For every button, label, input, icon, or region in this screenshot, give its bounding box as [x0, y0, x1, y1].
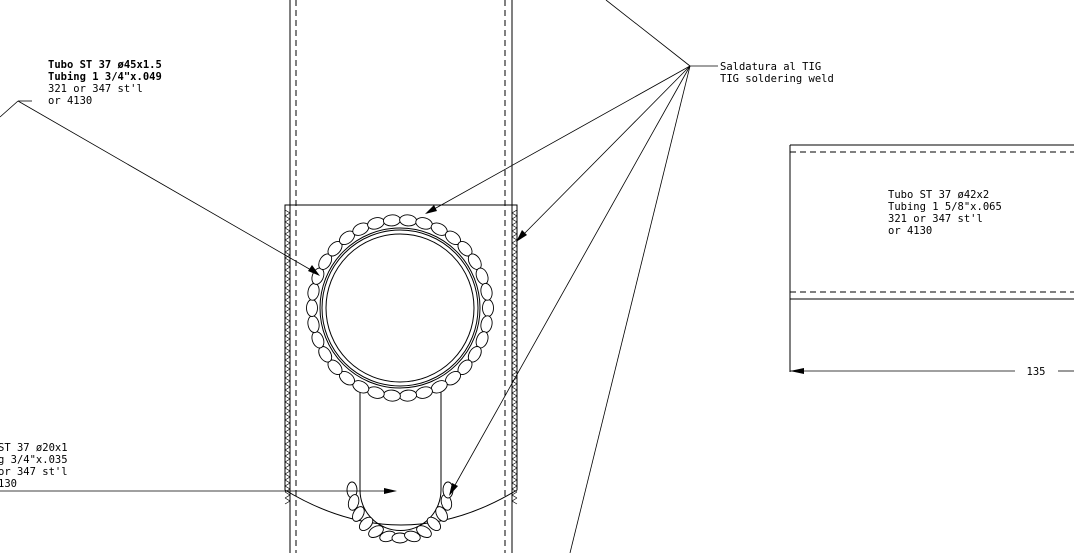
label-tube-42-line4: or 4130: [888, 225, 932, 237]
weld-bead-lower: [346, 481, 454, 544]
label-tube-20: ST 37 ø20x1 g 3/4"x.035 or 347 st'l 130: [0, 442, 68, 490]
weld-bead: [352, 506, 365, 522]
label-weld-line1: Saldatura al TIG: [720, 61, 821, 73]
leader-lines: [0, 0, 718, 553]
weld-bead: [368, 525, 384, 538]
weld-bead: [480, 282, 493, 301]
weld-bead: [347, 494, 360, 511]
weld-bead: [415, 217, 433, 230]
label-tube-20-line4: 130: [0, 478, 17, 490]
tube-45-section: [319, 227, 481, 389]
weld-bead-main: [306, 214, 494, 402]
label-tube-42-line1: Tubo ST 37 ø42x2: [888, 189, 989, 201]
weld-bead: [482, 299, 494, 317]
weld-bead: [306, 299, 318, 317]
weld-bead: [399, 214, 418, 227]
weld-bead: [415, 386, 433, 399]
fillet-weld-hatch: [284, 209, 291, 505]
label-tube-42: Tubo ST 37 ø42x2 Tubing 1 5/8"x.065 321 …: [888, 189, 1002, 237]
slot: [359, 390, 442, 531]
label-tube-45: Tubo ST 37 ø45x1.5 Tubing 1 3/4"x.049 32…: [48, 59, 162, 107]
tube-42-view: [789, 144, 1074, 372]
label-tube-20-line2: g 3/4"x.035: [0, 454, 68, 466]
weld-bead: [367, 217, 385, 230]
vertical-tube: [289, 0, 513, 553]
weld-bead: [399, 389, 418, 402]
dimension-135-text: 135: [1027, 366, 1046, 378]
label-tube-45-line1: Tubo ST 37 ø45x1.5: [48, 59, 162, 71]
weld-bead: [358, 516, 374, 532]
side-fillet-welds: [284, 209, 518, 505]
label-tube-20-line1: ST 37 ø20x1: [0, 442, 68, 454]
fillet-weld-hatch: [511, 209, 518, 505]
label-tube-20-line3: or 347 st'l: [0, 466, 68, 478]
weld-bead: [307, 282, 320, 301]
label-tube-45-line4: or 4130: [48, 95, 92, 107]
label-tube-45-line3: 321 or 347 st'l: [48, 83, 143, 95]
gusset-plate: [284, 204, 518, 526]
label-weld: Saldatura al TIG TIG soldering weld: [720, 61, 834, 85]
label-tube-42-line2: Tubing 1 5/8"x.065: [888, 201, 1002, 213]
label-weld-line2: TIG soldering weld: [720, 73, 834, 85]
weld-bead: [480, 315, 493, 334]
weld-bead: [367, 386, 385, 399]
weld-bead: [404, 530, 421, 543]
label-tube-42-line3: 321 or 347 st'l: [888, 213, 983, 225]
weld-bead: [416, 525, 432, 538]
dimension-135: 135: [790, 366, 1074, 378]
weld-bead: [382, 214, 401, 227]
weld-bead: [426, 516, 442, 532]
weld-bead: [307, 315, 320, 334]
weld-bead: [435, 506, 448, 522]
weld-bead: [382, 389, 401, 402]
label-tube-45-line2: Tubing 1 3/4"x.049: [48, 71, 162, 83]
